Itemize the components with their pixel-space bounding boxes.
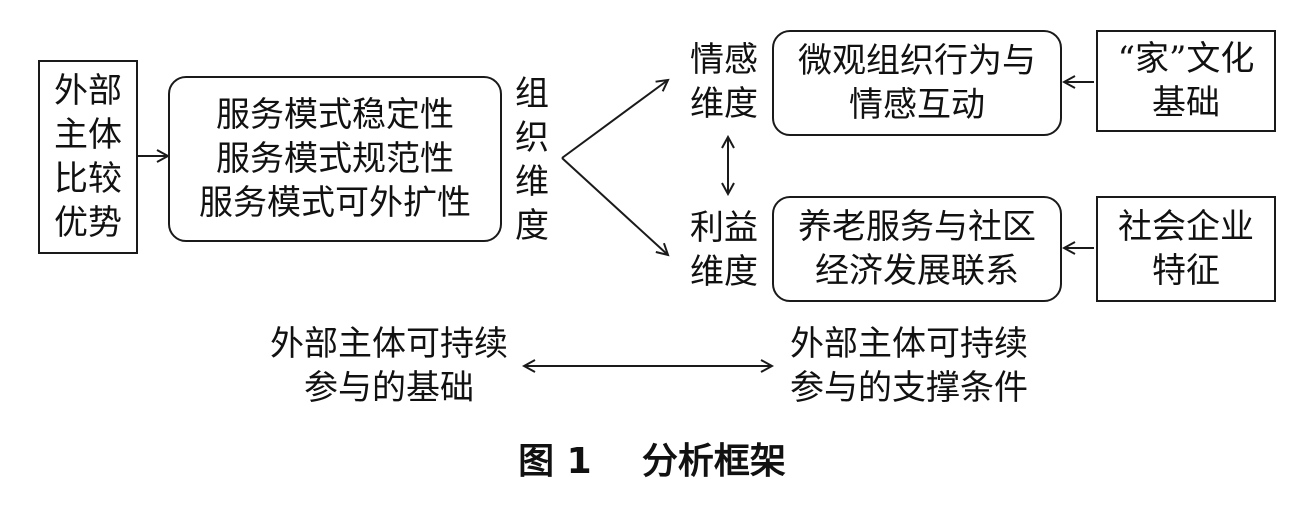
service-mode-box: 服务模式稳定性 服务模式规范性 服务模式可外扩性	[168, 76, 502, 242]
social-enterprise-text: 社会企业 特征	[1118, 207, 1254, 291]
social-enterprise-box: 社会企业 特征	[1096, 196, 1276, 302]
org-dimension-label: 组 织 维 度	[515, 74, 549, 246]
service-mode-text: 服务模式稳定性 服务模式规范性 服务模式可外扩性	[199, 95, 471, 223]
external-advantage-box: 外部 主体 比较 优势	[38, 60, 138, 254]
external-advantage-text: 外部 主体 比较 优势	[54, 71, 122, 243]
figure-caption: 图 1 分析框架	[518, 441, 786, 482]
elderly-service-box: 养老服务与社区 经济发展联系	[772, 196, 1062, 302]
micro-behavior-box: 微观组织行为与 情感互动	[772, 30, 1062, 136]
micro-behavior-text: 微观组织行为与 情感互动	[798, 41, 1036, 125]
family-culture-box: “家”文化 基础	[1096, 30, 1276, 132]
sustain-support-label: 外部主体可持续 参与的支撑条件	[790, 324, 1028, 408]
interest-dimension-label: 利益 维度	[690, 208, 758, 292]
family-culture-text: “家”文化 基础	[1117, 39, 1255, 123]
sustain-basis-label: 外部主体可持续 参与的基础	[270, 324, 508, 408]
emotion-dimension-label: 情感 维度	[690, 40, 758, 124]
elderly-service-text: 养老服务与社区 经济发展联系	[798, 207, 1036, 291]
arrow-org-to-emotion	[561, 80, 668, 159]
arrow-org-to-interest	[561, 157, 668, 255]
